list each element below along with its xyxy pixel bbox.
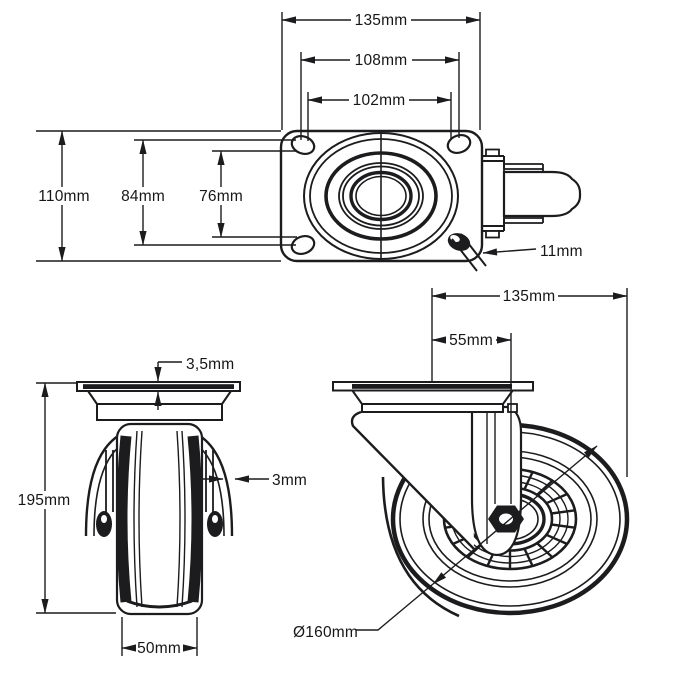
tread-edge-lines	[133, 430, 186, 608]
kingpin-tab	[507, 403, 518, 413]
dim-135-top-label: 135mm	[355, 12, 408, 29]
fork-diagonal-edge	[350, 410, 475, 550]
top-view-dimensions: 135mm 108mm 102mm 110mm 84mm 76mm 11mm	[36, 11, 583, 262]
ext-108	[300, 52, 460, 140]
top-view-wheel-assembly	[481, 148, 582, 239]
bolt-slot-bottom-left	[290, 234, 316, 256]
axle-bracket-bottom	[481, 218, 505, 232]
axle-bracket-top	[481, 155, 505, 169]
front-view	[76, 381, 241, 616]
dim-55-label: 55mm	[449, 332, 493, 349]
hub-flange	[503, 156, 544, 231]
tyre-bottom-edge	[126, 599, 193, 609]
dim-50-label: 50mm	[137, 640, 181, 657]
bracket-tab-bottom	[485, 230, 500, 239]
dim-135-side-label: 135mm	[503, 288, 556, 305]
dim-110-label: 110mm	[38, 188, 90, 205]
dim-108-label: 108mm	[355, 52, 408, 69]
dim-195-label: 195mm	[18, 492, 71, 509]
fork-front-leg	[470, 405, 523, 557]
front-plate-steel	[83, 384, 234, 389]
ext-84	[134, 139, 296, 246]
bracket-tab-top	[485, 148, 500, 157]
dim-11-label: 11mm	[540, 243, 583, 260]
top-view	[279, 129, 582, 272]
dim-102-label: 102mm	[353, 92, 406, 109]
tyre-sidewall-right	[187, 435, 203, 603]
dim-11-leader	[482, 248, 537, 256]
dim-diameter-line	[432, 445, 598, 585]
dim-diameter-leader	[356, 583, 434, 631]
axle-foot-left	[96, 511, 112, 537]
dim-3-label: 3mm	[272, 472, 307, 489]
slot-width-ticks	[451, 233, 487, 272]
bolt-slot-top-right	[446, 133, 472, 155]
ext-135-top	[281, 12, 481, 130]
side-plate-bevels	[351, 389, 514, 405]
ext-110	[36, 130, 281, 262]
swivel-housing	[361, 403, 504, 413]
axle-foot-right	[207, 511, 223, 537]
front-view-dimensions: 3,5mm 195mm 3mm 50mm	[16, 356, 307, 657]
dim-35-label: 3,5mm	[186, 356, 234, 373]
dim-76-label: 76mm	[199, 188, 243, 205]
fork-rear-leg-arc	[381, 476, 460, 618]
dim-diameter-label: Ø160mm	[293, 624, 358, 641]
bolt-slot-top-left	[290, 134, 316, 156]
side-plate-steel	[352, 384, 512, 389]
front-plate-bevels	[87, 390, 232, 405]
tyre-top-profile	[502, 170, 582, 218]
front-housing	[96, 403, 223, 421]
side-view	[332, 381, 630, 618]
tyre-sidewall-left	[116, 435, 132, 603]
side-view-dimensions: 135mm 55mm Ø160mm	[293, 287, 628, 641]
ext-76	[212, 150, 297, 238]
swivel-bearing-rings	[303, 132, 459, 260]
fork-leg-lines	[105, 450, 214, 512]
dim-84-label: 84mm	[121, 188, 165, 205]
